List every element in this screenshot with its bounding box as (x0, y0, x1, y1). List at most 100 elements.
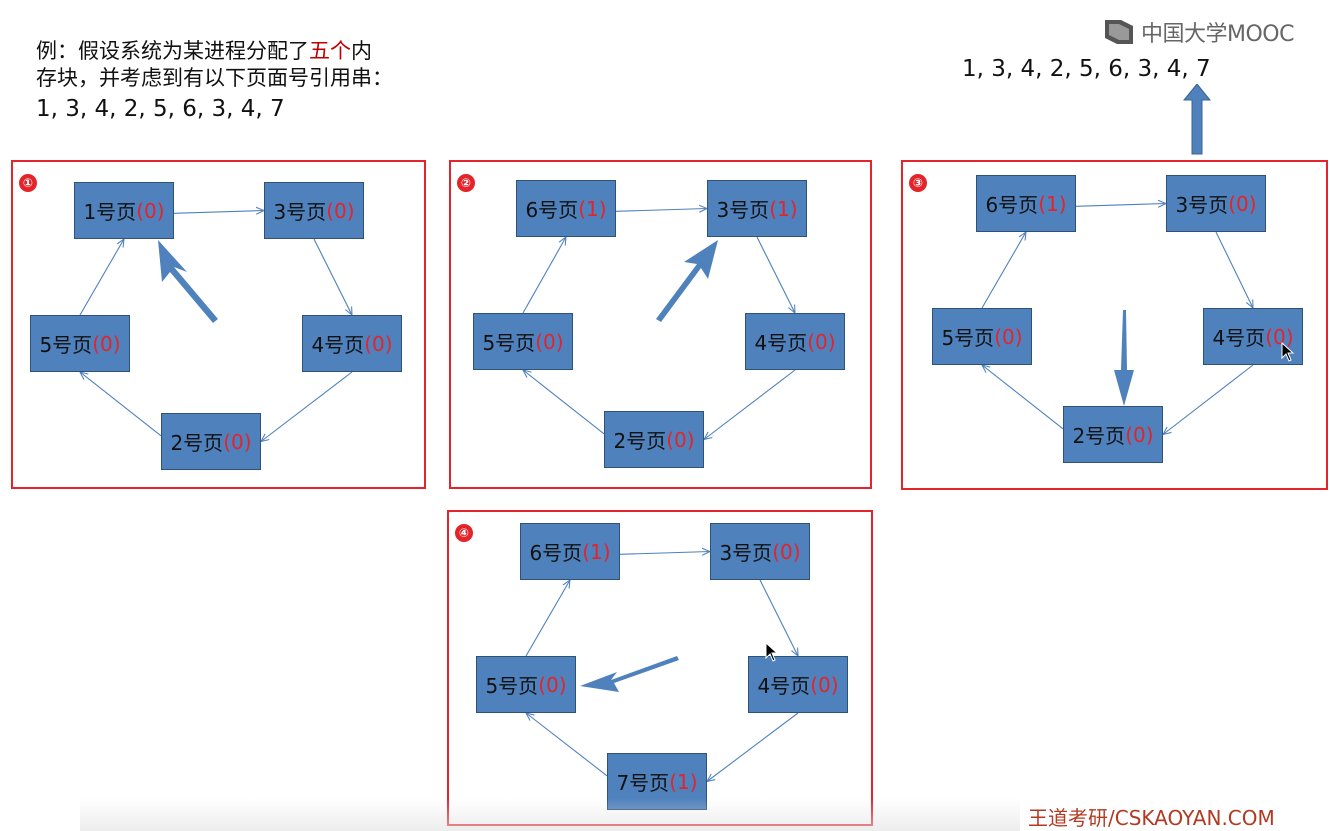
mouse-cursor-icon (1281, 342, 1295, 362)
access-bit: (0) (535, 329, 564, 354)
page-label: 5号页 (39, 333, 93, 357)
clock-hand-pointer (158, 240, 218, 323)
page-label: 6号页 (985, 193, 1039, 217)
up-arrow-icon (1182, 84, 1212, 155)
bottom-shadow (80, 798, 1020, 831)
queue-edge-arrow (523, 370, 605, 435)
page-frame: 2号页(0) (161, 413, 261, 470)
access-bit: (1) (582, 539, 611, 564)
page-label: 2号页 (170, 431, 224, 455)
queue-edge-arrow (1163, 364, 1254, 435)
problem-line-1-text: 例：假设系统为某进程分配了 (36, 39, 309, 63)
queue-edge-arrow (173, 211, 264, 214)
page-frame: 4号页(0) (302, 315, 402, 372)
clock-hand-pointer (1114, 310, 1134, 406)
queue-edge-arrow (80, 372, 162, 437)
queue-edge-arrow (707, 712, 799, 782)
access-bit: (0) (92, 331, 121, 356)
page-frame: 4号页(0) (745, 313, 845, 370)
page-frame: 2号页(0) (604, 411, 704, 468)
panel-3: ③ 6号页(1) 3号页(0) 4号页(0) 2号页(0) 5号页(0) (901, 160, 1328, 490)
page-frame: 6号页(1) (976, 175, 1076, 232)
page-label: 2号页 (613, 429, 667, 453)
queue-edge-arrow (615, 209, 707, 212)
access-bit: (0) (807, 329, 836, 354)
logo-text: 中国大学MOOC (1141, 22, 1294, 47)
page-label: 6号页 (525, 198, 579, 222)
queue-edge-arrow (522, 237, 566, 314)
clock-hand-pointer (580, 656, 679, 692)
access-bit: (0) (772, 539, 801, 564)
page-label: 1号页 (83, 200, 137, 224)
problem-line-1-end: 内 (351, 39, 372, 63)
panel-1: ① 1号页(0) 3号页(0) 4号页(0) 2号页(0) 5号页(0) (11, 160, 426, 489)
page-frame: 4号页(0) (748, 656, 848, 713)
access-bit: (0) (994, 324, 1023, 349)
clock-hand-pointer (656, 240, 718, 322)
page-frame: 5号页(0) (30, 315, 130, 372)
panel-4: ④ 6号页(1) 3号页(0) 4号页(0) 7号页(1) 5号页(0) (447, 510, 873, 826)
access-bit: (0) (810, 672, 839, 697)
page-label: 3号页 (719, 541, 773, 565)
problem-line-2: 存块，并考虑到有以下页面号引用串： (36, 66, 393, 90)
access-bit: (0) (136, 198, 165, 223)
page-label: 4号页 (1212, 326, 1266, 350)
access-bit: (1) (769, 196, 798, 221)
page-label: 3号页 (716, 198, 770, 222)
page-frame: 5号页(0) (932, 308, 1032, 365)
page-label: 5号页 (485, 674, 539, 698)
problem-statement: 例：假设系统为某进程分配了五个内 存块，并考虑到有以下页面号引用串： 1, 3,… (36, 38, 393, 124)
page-frame: 1号页(0) (74, 182, 174, 239)
page-frame: 5号页(0) (476, 656, 576, 713)
page-label: 3号页 (1175, 193, 1229, 217)
access-bit: (0) (1228, 191, 1257, 216)
panel-number: ② (457, 174, 475, 192)
problem-highlight: 五个 (309, 39, 351, 63)
access-bit: (1) (578, 196, 607, 221)
top-reference-string: 1, 3, 4, 2, 5, 6, 3, 4, 7 (962, 56, 1211, 82)
page-frame: 5号页(0) (473, 313, 573, 370)
queue-edge-arrow (79, 239, 124, 316)
access-bit: (1) (669, 769, 698, 794)
queue-edge-arrow (526, 713, 608, 777)
access-bit: (0) (326, 198, 355, 223)
queue-edge-arrow (1215, 231, 1253, 308)
mooc-logo: 中国大学MOOC (1103, 14, 1294, 50)
footer-watermark: 王道考研/CSKAOYAN.COM (1028, 806, 1275, 830)
access-bit: (0) (364, 331, 393, 356)
queue-edge-arrow (261, 371, 353, 442)
page-frame: 3号页(0) (1166, 175, 1266, 232)
access-bit: (0) (538, 672, 567, 697)
page-frame: 3号页(0) (264, 182, 364, 239)
access-bit: (0) (666, 427, 695, 452)
mouse-cursor-icon (765, 642, 779, 662)
page-label: 5号页 (941, 326, 995, 350)
page-frame: 6号页(1) (516, 180, 616, 237)
queue-edge-arrow (704, 369, 796, 440)
page-label: 4号页 (757, 674, 811, 698)
access-bit: (1) (1038, 191, 1067, 216)
page-label: 2号页 (1072, 424, 1126, 448)
page-label: 6号页 (529, 541, 583, 565)
mooc-logo-icon (1105, 20, 1133, 44)
panel-number: ① (19, 174, 37, 192)
page-label: 5号页 (482, 331, 536, 355)
queue-edge-arrow (982, 365, 1064, 430)
page-frame: 3号页(1) (707, 180, 807, 237)
access-bit: (0) (223, 429, 252, 454)
problem-line-1: 例：假设系统为某进程分配了五个内 (36, 38, 393, 65)
queue-edge-arrow (525, 580, 570, 657)
page-frame: 3号页(0) (710, 523, 810, 580)
access-bit: (0) (1125, 422, 1154, 447)
page-label: 3号页 (273, 200, 327, 224)
queue-edge-arrow (1075, 204, 1166, 207)
panel-2: ② 6号页(1) 3号页(1) 4号页(0) 2号页(0) 5号页(0) (449, 160, 872, 489)
reference-string: 1, 3, 4, 2, 5, 6, 3, 4, 7 (36, 96, 285, 122)
page-label: 7号页 (616, 771, 670, 795)
queue-edge-arrow (313, 238, 352, 315)
queue-edge-arrow (756, 236, 795, 313)
page-label: 4号页 (754, 331, 808, 355)
page-frame: 2号页(0) (1063, 406, 1163, 463)
queue-edge-arrow (619, 552, 710, 555)
panel-number: ③ (909, 174, 927, 192)
